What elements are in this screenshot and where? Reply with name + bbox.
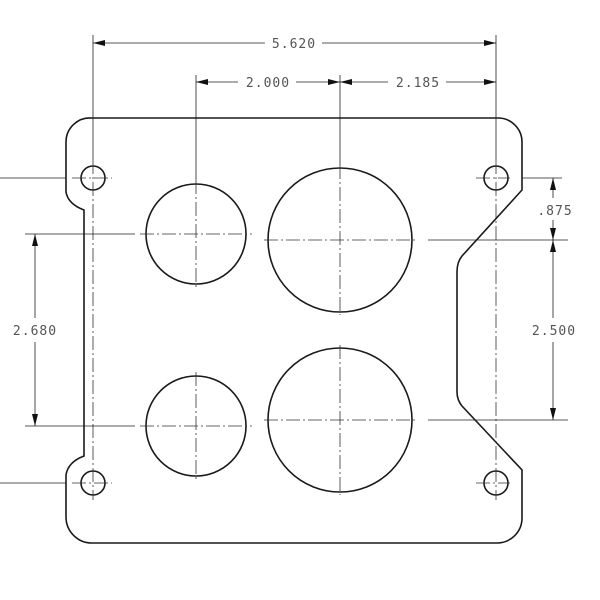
center-lines xyxy=(0,35,568,500)
dimension-label: 2.680 xyxy=(13,324,57,339)
dimension-label: 2.500 xyxy=(532,324,576,339)
dimension-875: .875 xyxy=(537,178,572,240)
dimension-2000: 2.000 xyxy=(196,76,340,91)
dimension-label: .875 xyxy=(537,204,572,219)
dimension-2680: 2.680 xyxy=(13,234,57,426)
plate-outline xyxy=(65,117,523,544)
dimension-5620: 5.620 xyxy=(93,37,496,52)
dimension-label: 5.620 xyxy=(272,37,316,52)
dimension-2500: 2.500 xyxy=(532,240,576,420)
dimension-label: 2.185 xyxy=(396,76,440,91)
dimension-2185: 2.185 xyxy=(340,76,496,91)
dimension-label: 2.000 xyxy=(246,76,290,91)
